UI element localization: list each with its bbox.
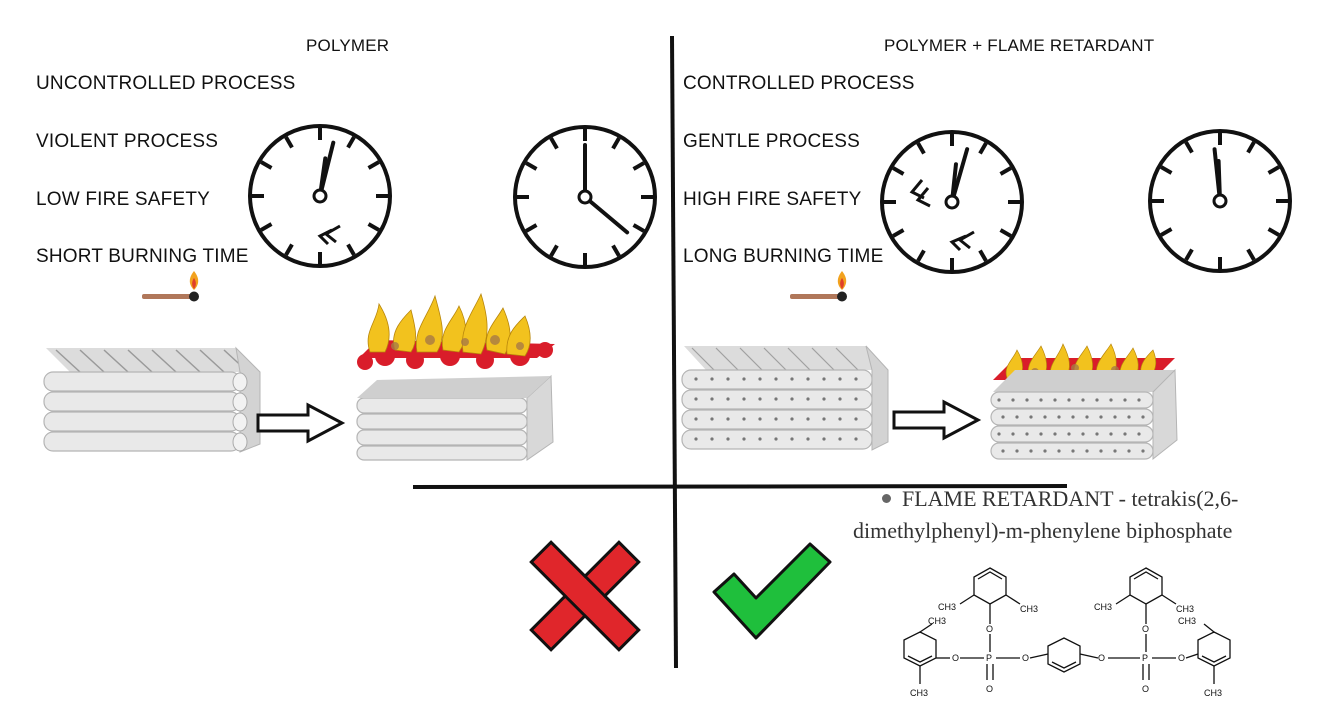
methyl-label: CH3	[1204, 688, 1222, 698]
check-icon	[712, 542, 832, 640]
oxygen-label: O	[986, 624, 993, 634]
methyl-label: CH3	[928, 616, 946, 626]
phosphorus-label: P	[986, 653, 992, 663]
left-title: POLYMER	[306, 36, 390, 55]
arrow-right-icon-left	[256, 402, 346, 444]
methyl-label: CH3	[910, 688, 928, 698]
cross-icon	[529, 540, 641, 652]
left-prop-violent: VIOLENT PROCESS	[36, 131, 219, 152]
clock-icon-right-1	[880, 130, 1024, 274]
methyl-label: CH3	[1094, 602, 1112, 612]
oxygen-label: O	[1142, 624, 1149, 634]
oxygen-label: O	[1142, 684, 1149, 694]
right-prop-controlled: CONTROLLED PROCESS	[683, 73, 915, 94]
polymer-block-fr	[681, 345, 889, 451]
polymer-block-plain	[43, 346, 261, 453]
flame-retardant-line2: dimethylphenyl)-m-phenylene biphosphate	[853, 518, 1233, 543]
flame-retardant-line1: FLAME RETARDANT - tetrakis(2,6-	[902, 486, 1239, 511]
clock-icon-left-1	[248, 124, 392, 268]
match-icon-right	[790, 271, 847, 302]
methyl-label: CH3	[938, 602, 956, 612]
methyl-label: CH3	[1178, 616, 1196, 626]
right-prop-long-time: LONG BURNING TIME	[683, 246, 884, 267]
right-prop-gentle: GENTLE PROCESS	[683, 131, 861, 152]
match-icon-left	[142, 271, 199, 302]
right-title: POLYMER + FLAME RETARDANT	[884, 36, 1155, 55]
clock-icon-right-2	[1148, 129, 1292, 273]
left-prop-uncontrolled: UNCONTROLLED PROCESS	[36, 73, 296, 94]
right-prop-high-safety: HIGH FIRE SAFETY	[683, 189, 862, 210]
oxygen-label: O	[1022, 653, 1029, 663]
left-prop-low-safety: LOW FIRE SAFETY	[36, 189, 211, 210]
oxygen-label: O	[1178, 653, 1185, 663]
chemical-structure: CH3 CH3 O CH3 O P O O CH3 O CH3 CH3 O CH…	[903, 567, 1231, 698]
flame-retardant-dot-icon	[882, 494, 891, 503]
methyl-label: CH3	[1020, 604, 1038, 614]
phosphorus-label: P	[1142, 653, 1148, 663]
methyl-label: CH3	[1176, 604, 1194, 614]
oxygen-label: O	[1098, 653, 1105, 663]
arrow-right-icon-right	[892, 399, 982, 441]
flame-retardant-caption: FLAME RETARDANT - tetrakis(2,6-	[880, 483, 1320, 514]
left-prop-short-time: SHORT BURNING TIME	[36, 246, 249, 267]
polymer-block-burning	[356, 292, 555, 461]
polymer-block-fr-burning	[990, 343, 1178, 461]
clock-icon-left-2	[513, 125, 657, 269]
oxygen-label: O	[986, 684, 993, 694]
oxygen-label: O	[952, 653, 959, 663]
